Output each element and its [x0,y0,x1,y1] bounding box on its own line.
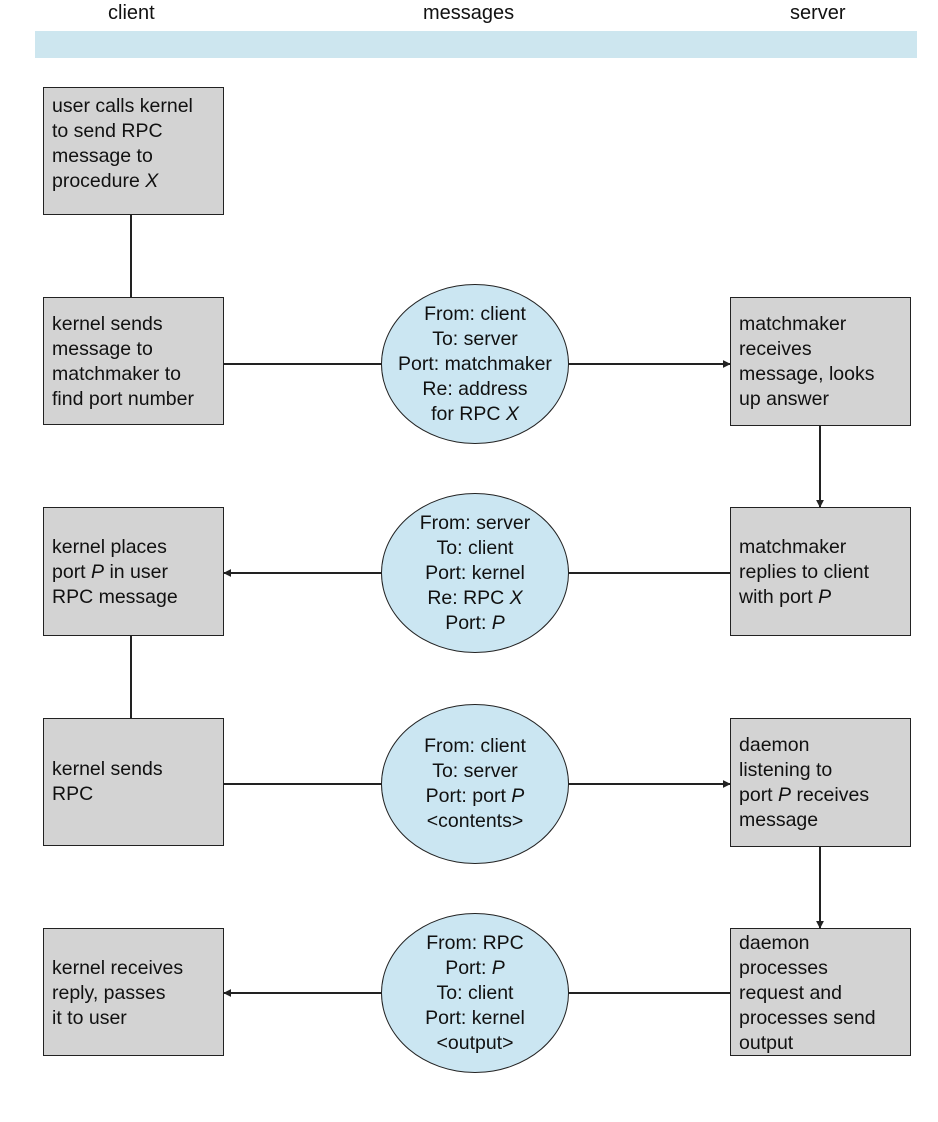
italic-symbol: P [91,561,105,583]
label-line: Port: P [445,611,505,634]
label-line: To: client [436,981,514,1004]
label-line: RPC [52,783,94,805]
server-step-1: matchmaker receives message, looks up answe… [730,297,911,426]
label-line: port P in user [52,561,168,583]
label-line: Re: address [422,377,528,400]
server-step-2: matchmaker replies to client with port P [730,507,911,636]
label-line: port P receives [739,784,870,806]
label-line: Re: RPC X [427,586,523,609]
label-line: request and [739,982,842,1004]
server-step-4: daemon processes request and processes send… [730,928,911,1056]
label-line: reply, passes [52,982,166,1004]
label-line: kernel receives [52,957,184,979]
lane-label-server: server [790,2,846,24]
label-line: message [739,809,819,831]
label-line: From: RPC [426,931,524,954]
lane-header-band [35,31,917,58]
label-line: message, looks [739,363,875,385]
label-line: receives [739,338,812,360]
italic-symbol: X [505,402,519,425]
label-line: user calls kernel [52,95,193,117]
lane-label-client: client [108,2,155,24]
client-step-1: user calls kernel to send RPC message to pr… [43,87,224,215]
label-line: RPC message [52,586,178,608]
server-step-3: daemon listening to port P receives message [730,718,911,847]
label-line: message to [52,145,153,167]
label-line: kernel places [52,536,167,558]
label-line: up answer [739,388,829,410]
label-line: <output> [436,1031,514,1054]
client-step-2: kernel sends message to matchmaker to find … [43,297,224,425]
label-line: it to user [52,1007,127,1029]
label-line: with port P [739,586,832,608]
label-line: Port: kernel [425,1006,525,1029]
label-line: daemon [739,734,810,756]
label-line: to send RPC [52,120,163,142]
label-line: output [739,1032,794,1054]
label-line: daemon [739,932,810,954]
italic-symbol: P [818,586,832,608]
label-line: From: client [424,302,526,325]
italic-symbol: P [491,956,505,979]
label-line: From: server [419,511,531,534]
label-line: matchmaker [739,313,847,335]
italic-symbol: X [145,170,159,192]
label-line: processes [739,957,828,979]
italic-symbol: P [511,785,525,807]
label-line: Port: P [445,956,505,979]
label-line: processes send [739,1007,876,1029]
lane-label-messages: messages [423,2,515,24]
client-step-5: kernel receives reply, passes it to user [43,928,224,1056]
italic-symbol: P [491,611,505,634]
label-line: procedure X [52,170,159,192]
label-line: <contents> [426,810,524,832]
label-line: From: client [424,735,526,757]
label-line: Port: port P [425,785,525,807]
label-line: Port: kernel [425,561,525,584]
label-line: kernel sends [52,758,163,780]
italic-symbol: X [509,586,523,609]
label-line: matchmaker to [52,363,181,385]
label-line: To: client [436,536,514,559]
label-line: Port: matchmaker [398,352,552,375]
label-line: matchmaker [739,536,847,558]
label-line: To: server [432,760,518,782]
label-line: listening to [739,759,833,781]
label-line: replies to client [739,561,870,583]
label-line: find port number [52,388,194,410]
label-line: To: server [432,327,518,350]
label-line: message to [52,338,153,360]
label-line: for RPC X [431,402,519,425]
italic-symbol: P [778,784,792,806]
label-line: kernel sends [52,313,163,335]
